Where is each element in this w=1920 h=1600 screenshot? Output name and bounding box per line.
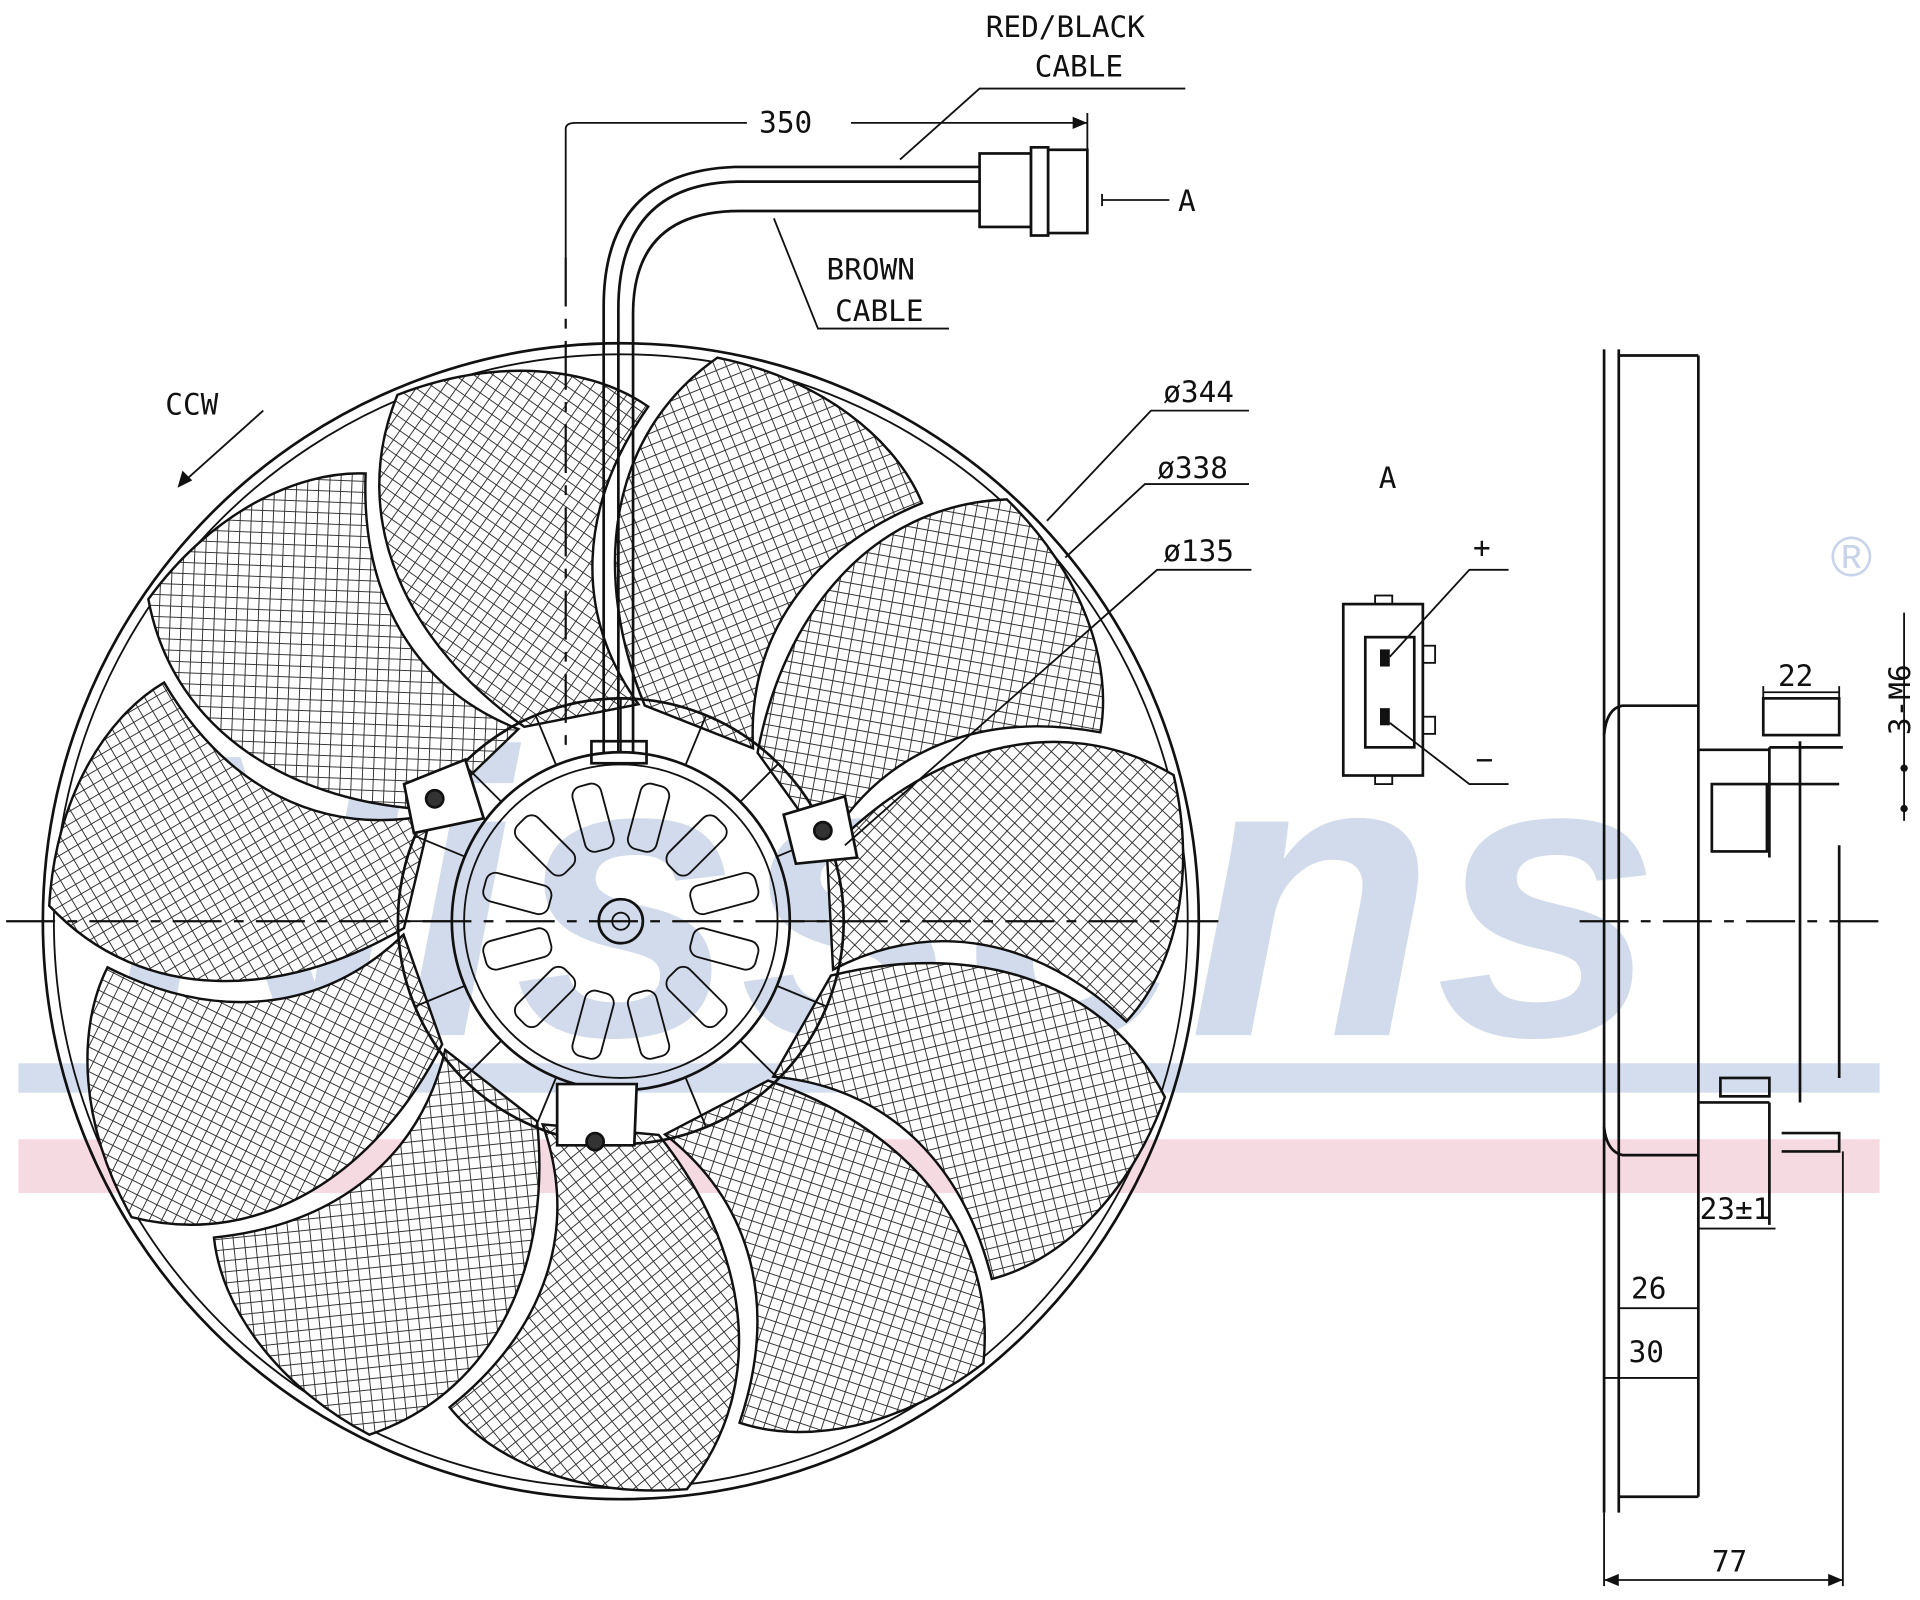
svg-text:A: A: [1178, 184, 1196, 218]
fan-blade: [447, 1123, 741, 1492]
svg-text:CCW: CCW: [165, 387, 218, 421]
fan-blade: [771, 961, 1167, 1281]
hub-rib: [684, 714, 707, 766]
svg-text:3-M6: 3-M6: [1883, 664, 1917, 735]
fan-blade: [147, 472, 521, 812]
motor-vent-slot: [626, 989, 671, 1060]
motor-vent-slot: [482, 927, 553, 971]
svg-text:ø135: ø135: [1163, 534, 1234, 568]
svg-text:350: 350: [759, 106, 812, 140]
fan-blades: [47, 356, 1185, 1492]
motor-vent-slot: [571, 782, 615, 853]
fan-blade: [47, 680, 433, 983]
svg-text:BROWN: BROWN: [827, 253, 915, 287]
svg-text:77: 77: [1712, 1544, 1747, 1578]
fan-blade: [662, 1079, 986, 1434]
hub-rib: [414, 985, 466, 1008]
fan-blade: [825, 740, 1185, 1024]
svg-text:®: ®: [1831, 525, 1873, 588]
motor-vent-slot: [626, 782, 671, 853]
svg-text:26: 26: [1631, 1271, 1666, 1305]
fan-blade: [212, 1047, 541, 1437]
motor-vent-slot: [513, 814, 577, 877]
svg-text:ø338: ø338: [1157, 451, 1228, 485]
hub-rib: [534, 1076, 557, 1128]
fan-blade: [86, 932, 444, 1226]
svg-text:−: −: [1476, 742, 1494, 776]
svg-text:23±1: 23±1: [1700, 1192, 1771, 1226]
hub-rib: [776, 985, 828, 1008]
rotation-indicator: CCW: [165, 387, 264, 488]
svg-text:ø344: ø344: [1163, 375, 1234, 409]
hub-rib: [462, 1040, 502, 1080]
fan-front-view: [6, 341, 1219, 1501]
motor-vent-slot: [513, 965, 577, 1029]
motor-slots: [482, 782, 760, 1060]
svg-text:CABLE: CABLE: [1035, 49, 1123, 83]
motor-vent-slot: [482, 871, 553, 916]
motor-vent-slot: [571, 989, 615, 1060]
motor-vent-slot: [665, 814, 728, 877]
fan-side-view: 22 3-M6 23±1 26 30 77: [1579, 349, 1917, 1587]
hub-rib: [739, 1040, 780, 1080]
svg-text:RED/BLACK: RED/BLACK: [986, 10, 1145, 44]
fan-blade: [378, 369, 650, 729]
mount-lugs: [402, 757, 859, 1152]
svg-text:CABLE: CABLE: [835, 294, 923, 328]
motor-vent-slot: [665, 965, 728, 1029]
diameter-callouts: ø344 ø338 ø135: [844, 375, 1252, 846]
motor-vent-slot: [689, 927, 760, 971]
cable-harness: A 350 RED/BLACK CABLE BROWN CABLE: [564, 10, 1196, 765]
hub-rib: [534, 714, 557, 766]
svg-text:30: 30: [1629, 1335, 1664, 1369]
connector-detail-a: A + −: [1341, 461, 1509, 785]
svg-text:+: +: [1473, 531, 1491, 565]
motor-vent-slot: [689, 871, 760, 916]
fan-blade: [756, 498, 1105, 850]
hub-rib: [414, 835, 466, 858]
svg-text:22: 22: [1778, 659, 1813, 693]
hub-rib: [684, 1076, 707, 1128]
svg-text:A: A: [1379, 461, 1397, 495]
connector-plug: [978, 146, 1089, 237]
hub-rib: [739, 762, 780, 803]
